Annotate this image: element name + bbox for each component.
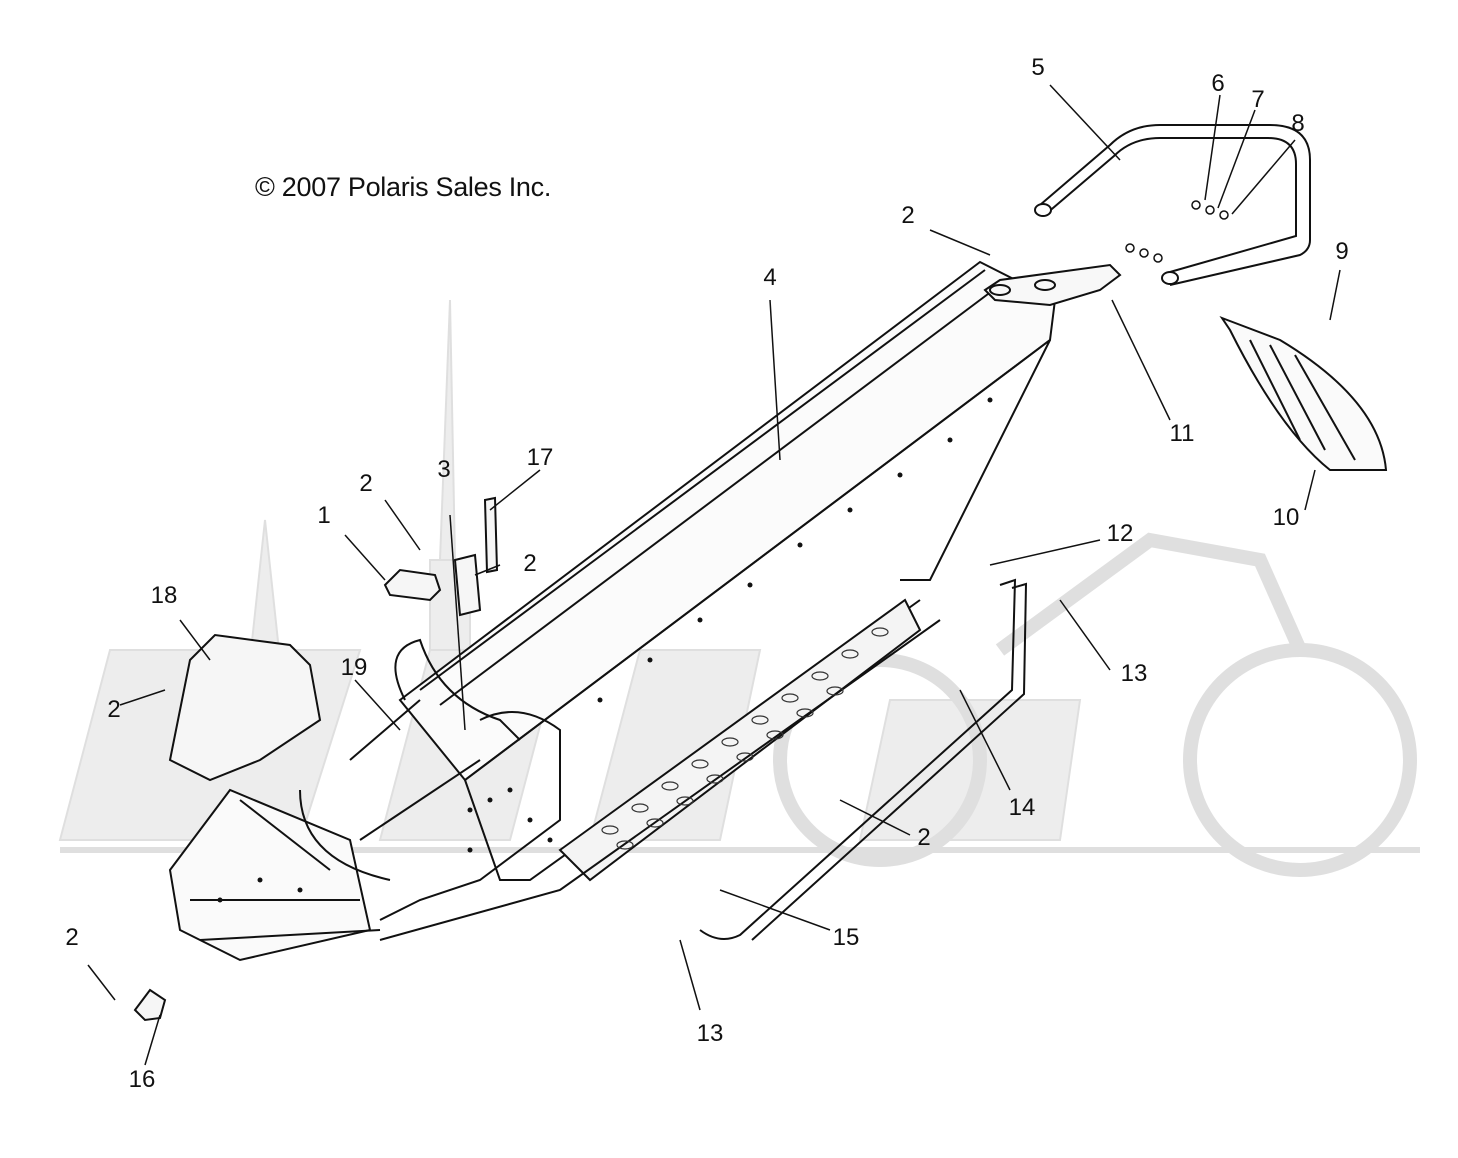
callout-2-front: 2 <box>65 924 79 951</box>
callout-18: 18 <box>150 582 178 609</box>
callout-14: 14 <box>1008 794 1036 821</box>
callout-2-mid: 2 <box>523 550 537 577</box>
callout-1: 1 <box>317 502 331 529</box>
callout-13-bottom: 13 <box>696 1020 724 1047</box>
rivet-holes <box>217 397 993 903</box>
callout-11: 11 <box>1169 420 1195 447</box>
small-brackets <box>133 496 499 1022</box>
callout-4: 4 <box>763 264 777 291</box>
footrest-pattern <box>601 627 889 850</box>
snow-flap <box>1219 315 1388 471</box>
bolts-6-7-8 <box>1125 200 1229 263</box>
copyright-notice: © 2007 Polaris Sales Inc. <box>255 172 552 202</box>
callout-2-top: 2 <box>359 470 373 497</box>
tunnel-assembly <box>168 260 1057 962</box>
callout-10: 10 <box>1272 504 1300 531</box>
side-bumper <box>699 578 1028 941</box>
callout-12: 12 <box>1106 520 1134 547</box>
callout-7: 7 <box>1251 86 1265 113</box>
rear-bracket <box>983 263 1122 307</box>
watermark-logo <box>58 299 1420 877</box>
callout-15: 15 <box>832 924 860 951</box>
callout-17: 17 <box>526 444 554 471</box>
callout-13-right: 13 <box>1120 660 1148 687</box>
rear-grab-bar <box>1034 124 1311 286</box>
callout-8: 8 <box>1291 110 1305 137</box>
callout-6: 6 <box>1211 70 1225 97</box>
callout-2-rear: 2 <box>901 202 915 229</box>
callout-3: 3 <box>437 456 451 483</box>
callout-2-left: 2 <box>107 696 121 723</box>
callout-5: 5 <box>1031 54 1045 81</box>
callout-19: 19 <box>340 654 368 681</box>
callout-2-lower: 2 <box>917 824 931 851</box>
leader-lines <box>87 84 1341 1066</box>
callout-9: 9 <box>1335 238 1349 265</box>
callout-16: 16 <box>128 1066 156 1093</box>
